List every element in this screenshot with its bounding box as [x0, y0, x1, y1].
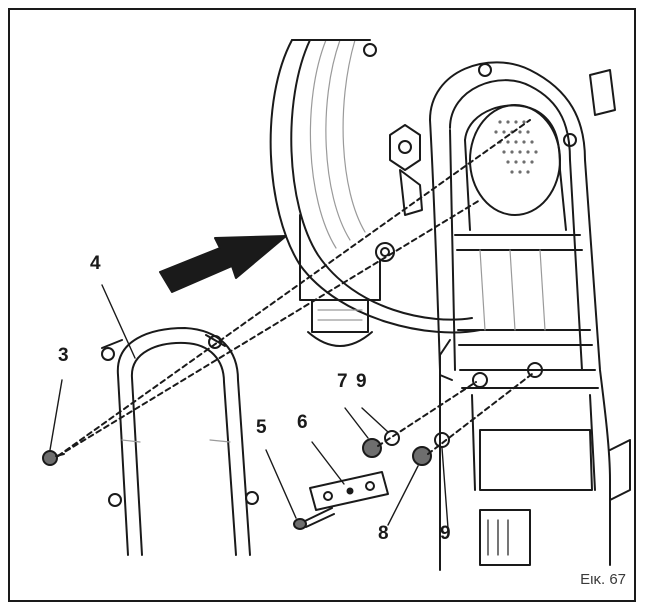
figure-caption: Εικ. 67 — [580, 571, 626, 588]
callout-5: 5 — [256, 417, 267, 438]
callout-6: 6 — [297, 412, 308, 433]
assembly-lines — [57, 119, 533, 457]
callout-leaders — [49, 284, 449, 529]
seal-part-7 — [362, 438, 382, 458]
seal-part-8 — [412, 446, 432, 466]
gasket-part-4 — [101, 327, 259, 556]
callout-8: 8 — [378, 523, 389, 544]
callout-9-upper: 9 — [356, 371, 367, 392]
exploded-assembly-drawing — [42, 39, 631, 571]
gas-nozzle — [299, 214, 381, 347]
screw-part-5 — [293, 507, 335, 530]
o-rings-part-9 — [384, 430, 450, 448]
combustion-chamber-body — [375, 61, 631, 571]
callout-7: 7 — [337, 371, 348, 392]
callout-3: 3 — [58, 345, 69, 366]
callout-9-lower: 9 — [440, 523, 451, 544]
fan-housing-ring — [269, 39, 481, 334]
figure-frame — [8, 8, 636, 602]
callout-4: 4 — [90, 253, 101, 274]
bracket-part-6 — [309, 471, 389, 511]
removal-direction-arrow — [159, 235, 287, 293]
